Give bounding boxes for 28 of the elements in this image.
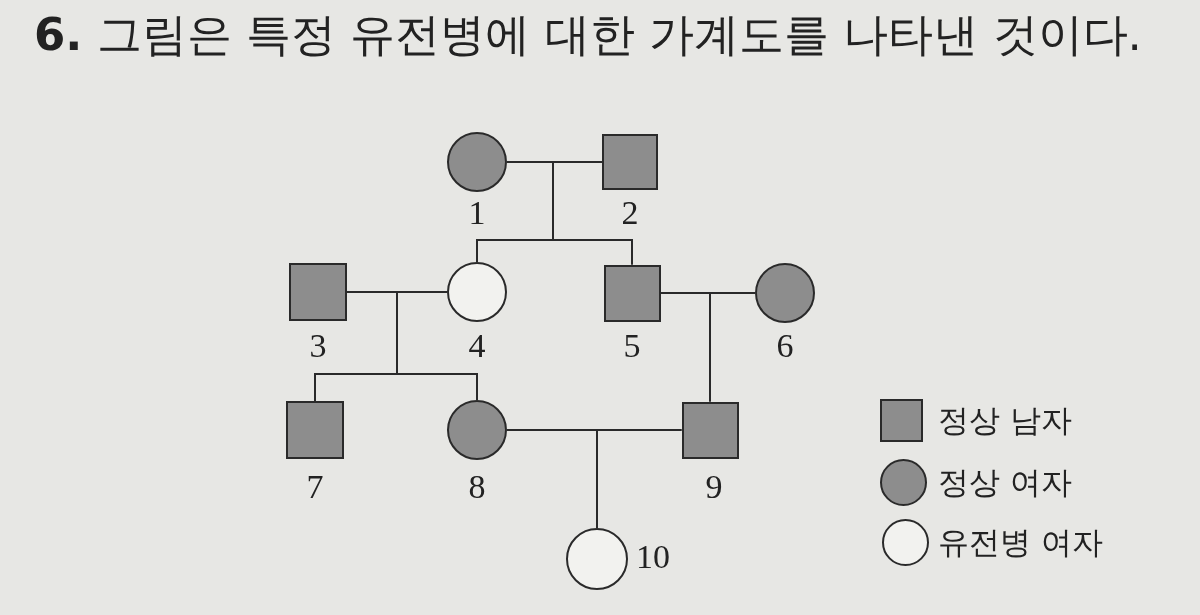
shaded-square-symbol — [286, 401, 344, 459]
individual-number: 1 — [468, 196, 486, 230]
individual-number: 3 — [309, 329, 327, 363]
descent-line — [709, 292, 756, 403]
individual-number: 8 — [468, 470, 486, 504]
legend-label: 정상 여자 — [938, 467, 1072, 498]
individual-number: 4 — [468, 329, 486, 363]
open-circle-symbol — [447, 262, 507, 322]
individual-number: 7 — [306, 470, 324, 504]
descent-line — [552, 161, 633, 266]
individual-number: 6 — [776, 329, 794, 363]
question-title: 6. 그림은 특정 유전병에 대한 가계도를 나타낸 것이다. — [34, 10, 1142, 60]
shaded-square-symbol — [602, 134, 658, 190]
open-circle-symbol — [566, 528, 628, 590]
individual-number: 2 — [621, 196, 639, 230]
legend-label: 유전병 여자 — [938, 527, 1103, 558]
legend-label: 정상 남자 — [938, 405, 1072, 436]
descent-line — [396, 291, 478, 401]
individual-number: 9 — [705, 470, 723, 504]
shaded-square-symbol — [289, 263, 347, 321]
shaded-circle-symbol — [447, 132, 507, 192]
individual-number: 10 — [636, 540, 670, 574]
shaded-circle-symbol — [755, 263, 815, 323]
shaded-circle-symbol — [447, 400, 507, 460]
shaded-square-symbol — [681, 401, 739, 459]
individual-number: 5 — [623, 329, 641, 363]
shaded-square-symbol — [603, 264, 661, 322]
descent-line — [596, 429, 683, 529]
